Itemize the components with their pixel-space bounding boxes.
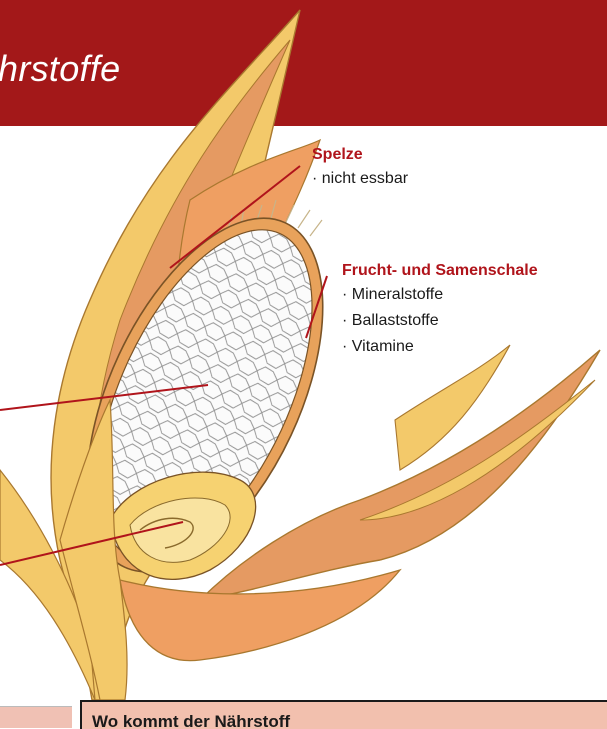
label-schale-item: Vitamine [342, 334, 538, 360]
info-panel-left [0, 706, 72, 728]
label-spelze: Spelze nicht essbar [312, 144, 408, 192]
label-spelze-item: nicht essbar [312, 166, 408, 192]
label-schale-item: Mineralstoffe [342, 282, 538, 308]
label-spelze-title: Spelze [312, 144, 408, 166]
label-schale: Frucht- und Samenschale Mineralstoffe Ba… [342, 260, 538, 360]
label-schale-title: Frucht- und Samenschale [342, 260, 538, 282]
info-box-title: Wo kommt der Nährstoff [92, 712, 290, 729]
label-schale-item: Ballaststoffe [342, 308, 538, 334]
info-box: Wo kommt der Nährstoff [80, 700, 607, 729]
